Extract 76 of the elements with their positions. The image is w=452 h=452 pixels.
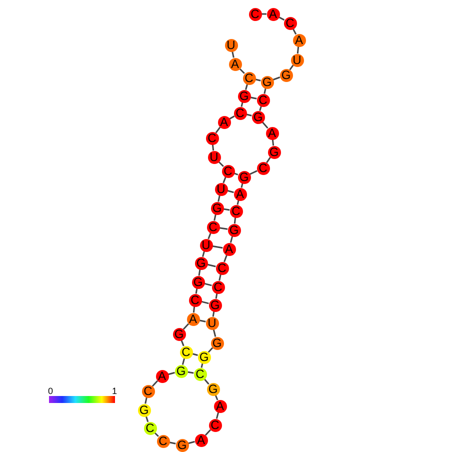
scale-label: 1 xyxy=(112,387,118,396)
backbone-line xyxy=(245,84,248,90)
nucleotide-circle: G xyxy=(252,110,264,124)
nucleotide-circle: C xyxy=(256,162,270,174)
nucleotide-circle: U xyxy=(200,238,212,252)
backbone-line xyxy=(152,380,158,387)
nucleotide-circle: C xyxy=(242,72,256,84)
nucleotide-circle: C xyxy=(208,418,222,432)
nucleotide-circle: A xyxy=(228,58,242,70)
nucleotide-circle: C xyxy=(230,204,242,218)
nucleotide-circle: C xyxy=(222,164,234,178)
nucleotide-circle: C xyxy=(142,384,154,398)
nucleotide-circle: C xyxy=(144,422,156,434)
backbone-line xyxy=(229,116,235,120)
backbone-line xyxy=(215,126,221,134)
nucleotide-circle: A xyxy=(266,126,278,140)
nucleotide-circle: C xyxy=(234,106,246,120)
nucleotide-circle: G xyxy=(174,364,188,378)
nucleotide-circle: G xyxy=(238,90,250,102)
nucleotide-circle: G xyxy=(210,336,224,350)
nucleotide-circle: C xyxy=(194,368,206,380)
nucleotide-circle: C xyxy=(248,8,262,20)
backbone-line xyxy=(154,432,159,437)
backbone-line xyxy=(202,251,205,257)
nucleotide-circle: A xyxy=(218,116,230,128)
nucleotide-circle: G xyxy=(268,146,280,158)
nucleotide-circle: G xyxy=(192,276,204,288)
backbone-line xyxy=(296,46,300,54)
nucleotide-circle: C xyxy=(180,346,192,358)
nucleotide-circle: A xyxy=(266,8,280,20)
nucleotide-circle: C xyxy=(256,94,270,106)
nucleotide-circle: G xyxy=(176,438,188,452)
backbone-line xyxy=(218,161,224,167)
nucleotide-circle: G xyxy=(138,404,150,416)
nucleotide-circle: G xyxy=(208,298,222,312)
backbone-line xyxy=(266,156,271,164)
backbone-line xyxy=(250,170,258,175)
nucleotide-circle: A xyxy=(292,34,306,46)
nucleotide-circle: G xyxy=(280,68,292,82)
nucleotide-circle: C xyxy=(284,16,296,30)
backbone-line xyxy=(272,76,280,80)
scale-label: 0 xyxy=(48,387,54,396)
backbone-line xyxy=(239,68,245,74)
backbone-line xyxy=(289,64,294,70)
nucleotide-circle: G xyxy=(228,224,240,236)
nucleotide-circle: G xyxy=(238,170,250,184)
nucleotide-circle: A xyxy=(186,312,200,326)
nucleotide-circle: A xyxy=(194,434,208,446)
nucleotide-circle: A xyxy=(214,400,226,412)
nucleotide-circle: C xyxy=(156,434,170,448)
nucleotide-circle: U xyxy=(290,54,304,66)
backbone-line xyxy=(262,13,266,15)
nucleotide-circle: C xyxy=(216,262,228,274)
backbone-line xyxy=(224,254,228,262)
nucleotide-circle: U xyxy=(224,38,238,52)
nucleotide-circle: G xyxy=(210,202,224,214)
nucleotide-circle: U xyxy=(208,150,220,164)
backbone-line xyxy=(208,347,214,353)
nucleotide-circle: A xyxy=(222,242,236,256)
backbone-line xyxy=(204,429,212,436)
nucleotide-circle: A xyxy=(234,188,246,200)
nucleotide-circle: C xyxy=(212,280,224,294)
base-pair-line xyxy=(219,227,228,230)
nucleotide-circle: U xyxy=(214,182,228,196)
base-pair-line xyxy=(212,245,223,249)
nucleotide-circle: G xyxy=(172,328,186,340)
nucleotide-circle: C xyxy=(188,294,202,306)
nucleotide-circle: G xyxy=(194,256,208,270)
nucleotide-circle: G xyxy=(198,350,210,364)
nucleotide-circle: C xyxy=(206,132,218,144)
nucleotide-circle: G xyxy=(206,382,220,396)
nucleotide-circle: U xyxy=(206,316,218,330)
nucleotide-circle: C xyxy=(206,220,220,234)
nucleotide-circle: G xyxy=(260,76,274,88)
nucleotide-circle: A xyxy=(156,370,168,382)
backbone-line xyxy=(182,323,190,330)
